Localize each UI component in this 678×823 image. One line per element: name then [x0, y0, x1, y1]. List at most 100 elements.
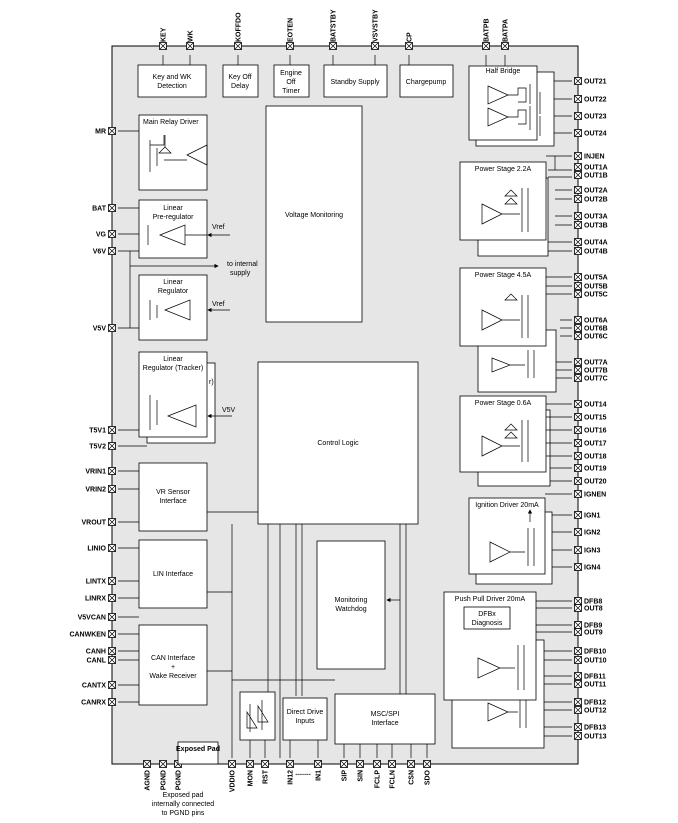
- svg-text:CANWKEN: CANWKEN: [69, 632, 106, 639]
- engine-off-timer-block: Engine Off Timer: [273, 64, 310, 98]
- pin-out3b: OUT3B: [574, 221, 608, 230]
- pin-out5c: OUT5C: [574, 290, 608, 299]
- svg-text:Interface: Interface: [159, 498, 186, 505]
- svg-text:OUT5B: OUT5B: [584, 284, 608, 291]
- pin-csn: CSN: [407, 760, 416, 785]
- svg-text:Main Relay Driver: Main Relay Driver: [143, 119, 199, 126]
- svg-text:OUT18: OUT18: [584, 454, 607, 461]
- pin-vsvstby: VSVSTBY: [371, 9, 380, 50]
- svg-text:OUT23: OUT23: [584, 114, 607, 121]
- svg-text:OUT7A: OUT7A: [584, 360, 608, 367]
- svg-text:T5V2: T5V2: [89, 444, 106, 451]
- pin-t5v2: T5V2: [89, 442, 116, 451]
- power-stage-06-block: Power Stage 0.6A: [459, 395, 551, 487]
- pin-out1a: OUT1A: [574, 163, 608, 172]
- svg-text:Delay: Delay: [231, 83, 249, 90]
- svg-text:LINTX: LINTX: [86, 579, 107, 586]
- svg-text:V5V: V5V: [222, 407, 236, 414]
- pin-out7b: OUT7B: [574, 366, 608, 375]
- pin-dfb11: DFB11: [574, 672, 606, 681]
- svg-text:VRIN2: VRIN2: [85, 487, 106, 494]
- svg-text:CANH: CANH: [86, 649, 106, 656]
- svg-text:INJEN: INJEN: [584, 154, 605, 161]
- pin-v6v: V6V: [93, 247, 116, 256]
- svg-text:MON: MON: [248, 770, 255, 786]
- svg-text:FCLN: FCLN: [390, 770, 397, 789]
- svg-text:Key and WK: Key and WK: [153, 74, 192, 81]
- pin-cantx: CANTX: [82, 681, 116, 690]
- svg-text:IGN2: IGN2: [584, 530, 600, 537]
- pin-sdo: SDO: [423, 760, 432, 785]
- svg-text:Chargepump: Chargepump: [406, 79, 447, 86]
- svg-text:Monitoring: Monitoring: [335, 597, 368, 604]
- direct-drive-inputs-block: Direct Drive Inputs: [282, 697, 328, 741]
- svg-text:Watchdog: Watchdog: [335, 606, 366, 613]
- svg-text:CP: CP: [407, 32, 414, 42]
- svg-text:OUT3A: OUT3A: [584, 214, 608, 221]
- main-relay-driver-block: Main Relay Driver: [138, 114, 208, 191]
- svg-text:Interface: Interface: [371, 720, 398, 727]
- pin-out4b: OUT4B: [574, 247, 608, 256]
- pin-out10: OUT10: [574, 656, 607, 665]
- svg-text:IGNEN: IGNEN: [584, 492, 606, 499]
- linear-regulator-tracker-block: r) Linear Regulator (Tracker) V5V: [138, 351, 236, 444]
- svg-text:Off: Off: [286, 79, 295, 86]
- svg-text:SIP: SIP: [342, 770, 349, 782]
- push-pull-driver-block: Push Pull Driver 20mA DFBx Diagnosis: [443, 591, 545, 749]
- svg-text:OUT12: OUT12: [584, 708, 607, 715]
- reset-monitor-block: [239, 691, 276, 741]
- pin-ign3: IGN3: [574, 546, 600, 555]
- pin-out1b: OUT1B: [574, 171, 608, 180]
- exposed-pad-note-1: Exposed pad: [163, 792, 204, 799]
- svg-text:CSN: CSN: [409, 770, 416, 785]
- svg-text:WK: WK: [188, 30, 195, 42]
- svg-text:Power Stage 4.5A: Power Stage 4.5A: [475, 272, 532, 279]
- pin-ignen: IGNEN: [574, 490, 606, 499]
- svg-text:OUT8: OUT8: [584, 606, 603, 613]
- svg-text:OUT11: OUT11: [584, 682, 606, 689]
- svg-text:AGND: AGND: [145, 770, 152, 791]
- pin-out13: OUT13: [574, 732, 607, 741]
- pin-out12: OUT12: [574, 706, 607, 715]
- svg-text:DFB9: DFB9: [584, 623, 602, 630]
- svg-text:LINRX: LINRX: [85, 596, 106, 603]
- svg-text:OUT14: OUT14: [584, 402, 607, 409]
- svg-text:KEY: KEY: [161, 27, 168, 42]
- ignition-driver-block: Ignition Driver 20mA: [468, 497, 553, 585]
- pin-out18: OUT18: [574, 452, 607, 461]
- svg-text:Regulator (Tracker): Regulator (Tracker): [143, 365, 203, 372]
- svg-text:Timer: Timer: [282, 88, 300, 95]
- pin-out23: OUT23: [574, 112, 607, 121]
- pin-cp: CP: [405, 32, 414, 50]
- svg-text:Power Stage 0.6A: Power Stage 0.6A: [475, 400, 532, 407]
- svg-text:OUT10: OUT10: [584, 658, 607, 665]
- exposed-pad-note-3: to PGND pins: [162, 810, 205, 817]
- svg-text:OUT21: OUT21: [584, 79, 607, 86]
- svg-text:BAT: BAT: [92, 206, 107, 213]
- svg-text:Linear: Linear: [163, 205, 183, 212]
- pin-out17: OUT17: [574, 439, 607, 448]
- pin-out14: OUT14: [574, 400, 607, 409]
- svg-text:Key Off: Key Off: [228, 74, 251, 81]
- pin-out24: OUT24: [574, 129, 607, 138]
- pin-out16: OUT16: [574, 426, 607, 435]
- pin-out11: OUT11: [574, 680, 606, 689]
- pin-vrin1: VRIN1: [85, 467, 116, 476]
- can-interface-block: CAN Interface + Wake Receiver: [138, 624, 208, 706]
- pin-ign2: IGN2: [574, 528, 600, 537]
- pin-batpa: BATPA: [501, 19, 510, 50]
- pin-t5v1: T5V1: [89, 426, 116, 435]
- svg-text:Detection: Detection: [157, 83, 187, 90]
- svg-text:CAN Interface: CAN Interface: [151, 655, 195, 662]
- svg-text:VG: VG: [96, 232, 107, 239]
- svg-text:PGND: PGND: [161, 770, 168, 790]
- svg-text:V6V: V6V: [93, 249, 107, 256]
- svg-text:Inputs: Inputs: [295, 718, 315, 725]
- pin-out5b: OUT5B: [574, 282, 608, 291]
- svg-text:Half Bridge: Half Bridge: [486, 68, 521, 75]
- pin-dfb13: DFB13: [574, 723, 606, 732]
- svg-text:LINIO: LINIO: [87, 546, 106, 553]
- svg-text:+: +: [171, 664, 175, 671]
- pin-rst: RST: [261, 760, 270, 784]
- svg-text:V5V: V5V: [93, 326, 107, 333]
